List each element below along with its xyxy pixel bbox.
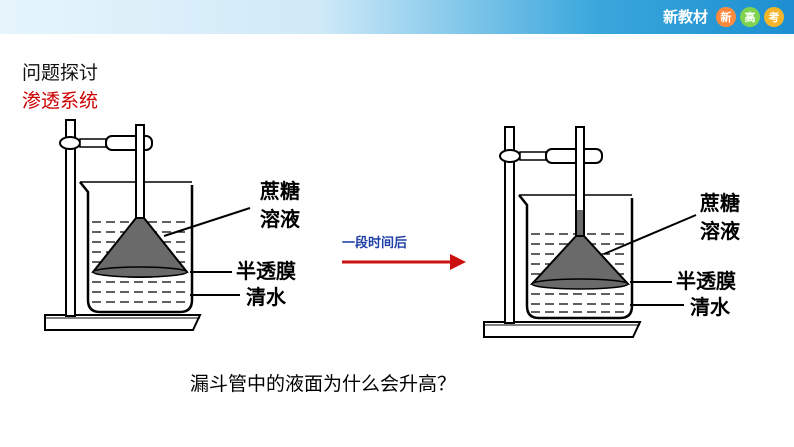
right-beaker	[518, 194, 634, 320]
left-label-membrane: 半透膜	[236, 259, 296, 283]
left-apparatus	[44, 119, 251, 331]
top-banner: 新教材 新 高 考	[0, 0, 794, 34]
left-label-sucrose-1: 蔗糖	[260, 179, 300, 203]
right-apparatus	[483, 126, 697, 338]
right-label-sucrose-1: 蔗糖	[700, 191, 740, 215]
arrow-label: 一段时间后	[342, 236, 408, 251]
section-title: 问题探讨	[22, 62, 99, 84]
time-arrow	[342, 254, 466, 270]
brand-logo: 新教材 新 高 考	[663, 6, 784, 27]
right-leader-sucrose	[603, 214, 697, 255]
left-label-water: 清水	[246, 285, 286, 309]
right-label-membrane: 半透膜	[676, 269, 736, 293]
left-funnel-tube	[135, 124, 145, 221]
left-label-sucrose-2: 溶液	[260, 207, 300, 231]
right-clamp	[545, 148, 603, 164]
brand-text: 新教材	[662, 8, 708, 26]
badge-new: 新	[716, 6, 736, 27]
left-clamp	[105, 135, 153, 151]
right-label-water: 清水	[690, 295, 730, 319]
left-leader-sucrose	[163, 207, 251, 237]
left-stand-base	[44, 314, 202, 331]
right-stand-rod	[504, 126, 515, 324]
left-stand-rod	[65, 119, 76, 317]
question-text: 漏斗管中的液面为什么会升高？	[190, 373, 457, 395]
right-tube-liquid	[577, 210, 583, 240]
section-subtitle: 渗透系统	[22, 90, 99, 112]
badge-gao: 高	[740, 6, 760, 27]
left-beaker	[79, 181, 194, 314]
badge-kao: 考	[764, 6, 784, 27]
right-stand-base	[483, 321, 642, 338]
right-label-sucrose-2: 溶液	[700, 219, 740, 243]
